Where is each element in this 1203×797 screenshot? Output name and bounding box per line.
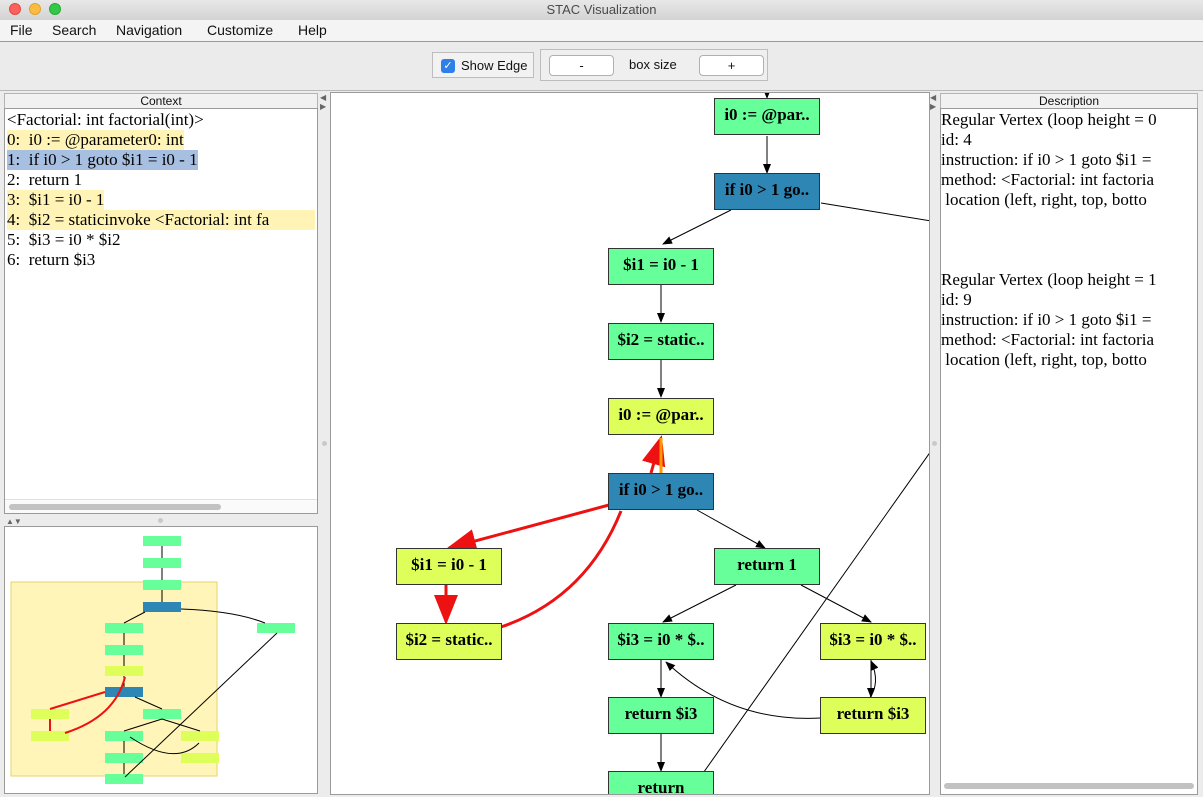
context-panel: <Factorial: int factorial(int)> 0: i0 :=…	[4, 108, 318, 514]
context-line-5[interactable]: 4: $i2 = staticinvoke <Factorial: int fa	[7, 210, 315, 230]
description-line-1: id: 4	[941, 130, 972, 149]
menu-navigation[interactable]: Navigation	[116, 22, 183, 38]
description-line-0: Regular Vertex (loop height = 0	[941, 110, 1157, 129]
graph-node-h[interactable]: return 1	[714, 548, 820, 585]
description-horizontal-scrollbar[interactable]	[944, 783, 1194, 789]
context-line-3[interactable]: 2: return 1	[7, 170, 83, 189]
zoom-window-button[interactable]	[49, 3, 61, 15]
description-line-11: location (left, right, top, botto	[941, 350, 1147, 369]
description-line-7: Regular Vertex (loop height = 1	[941, 270, 1157, 289]
graph-node-j[interactable]: $i3 = i0 * $..	[608, 623, 714, 660]
graph-node-b[interactable]: if i0 > 1 go..	[714, 173, 820, 210]
description-line-3: method: <Factorial: int factoria	[941, 170, 1155, 189]
graph-canvas[interactable]: i0 := @par.. if i0 > 1 go.. $i1 = i0 - 1…	[330, 92, 930, 795]
minimap-overview	[10, 536, 295, 784]
description-panel: Regular Vertex (loop height = 0 id: 4 in…	[940, 108, 1198, 795]
title-bar: STAC Visualization	[0, 0, 1203, 21]
show-edge-label: Show Edge	[461, 58, 528, 73]
horizontal-split-handle-icon[interactable]	[158, 518, 163, 523]
graph-node-k[interactable]: $i3 = i0 * $..	[820, 623, 926, 660]
graph-node-n[interactable]: return	[608, 771, 714, 794]
graph-node-a[interactable]: i0 := @par..	[714, 98, 820, 135]
graph-node-m[interactable]: return $i3	[820, 697, 926, 734]
close-window-button[interactable]	[9, 3, 21, 15]
graph-node-f[interactable]: if i0 > 1 go..	[608, 473, 714, 510]
description-line-8: id: 9	[941, 290, 972, 309]
context-line-7[interactable]: 6: return $i3	[7, 250, 96, 269]
left-vertical-split-handle-icon[interactable]	[322, 441, 327, 446]
graph-node-i[interactable]: $i2 = static..	[396, 623, 502, 660]
box-size-control: - box size +	[540, 49, 768, 81]
menu-bar: File Search Navigation Customize Help	[0, 20, 1203, 42]
minimap-panel[interactable]	[4, 526, 318, 794]
description-line-4: location (left, right, top, botto	[941, 190, 1147, 209]
context-line-4[interactable]: 3: $i1 = i0 - 1	[7, 190, 105, 210]
checkbox-check-icon[interactable]: ✓	[441, 59, 455, 73]
menu-customize[interactable]: Customize	[207, 22, 274, 38]
right-split-arrows-icon[interactable]: ◀▶	[930, 93, 937, 111]
context-line-2[interactable]: 1: if i0 > 1 goto $i1 = i0 - 1	[7, 150, 198, 170]
graph-node-c[interactable]: $i1 = i0 - 1	[608, 248, 714, 285]
context-line-6[interactable]: 5: $i3 = i0 * $i2	[7, 230, 121, 249]
minimap-viewport[interactable]	[10, 581, 218, 777]
graph-node-e[interactable]: i0 := @par..	[608, 398, 714, 435]
graph-node-l[interactable]: return $i3	[608, 697, 714, 734]
graph-node-d[interactable]: $i2 = static..	[608, 323, 714, 360]
graph-node-g[interactable]: $i1 = i0 - 1	[396, 548, 502, 585]
menu-help[interactable]: Help	[298, 22, 327, 38]
description-panel-header: Description	[940, 93, 1198, 109]
left-split-arrows-icon[interactable]: ◀▶	[320, 93, 327, 111]
decrease-box-size-button[interactable]: -	[549, 55, 614, 76]
increase-box-size-button[interactable]: +	[699, 55, 764, 76]
box-size-label: box size	[629, 57, 677, 72]
description-line-10: method: <Factorial: int factoria	[941, 330, 1155, 349]
minimize-window-button[interactable]	[29, 3, 41, 15]
menu-search[interactable]: Search	[52, 22, 97, 38]
right-vertical-split-handle-icon[interactable]	[932, 441, 937, 446]
context-horizontal-scrollbar[interactable]	[9, 504, 221, 510]
show-edge-toggle[interactable]: ✓ Show Edge	[432, 52, 534, 78]
collapse-arrows-icon[interactable]: ▲▼	[6, 517, 22, 526]
window-title: STAC Visualization	[546, 2, 657, 17]
description-line-2: instruction: if i0 > 1 goto $i1 =	[941, 150, 1152, 169]
context-line-0[interactable]: <Factorial: int factorial(int)>	[7, 110, 204, 129]
menu-file[interactable]: File	[10, 22, 33, 38]
context-panel-header: Context	[4, 93, 318, 109]
description-line-9: instruction: if i0 > 1 goto $i1 =	[941, 310, 1152, 329]
graph-edges	[434, 93, 929, 794]
context-line-1[interactable]: 0: i0 := @parameter0: int	[7, 130, 184, 150]
